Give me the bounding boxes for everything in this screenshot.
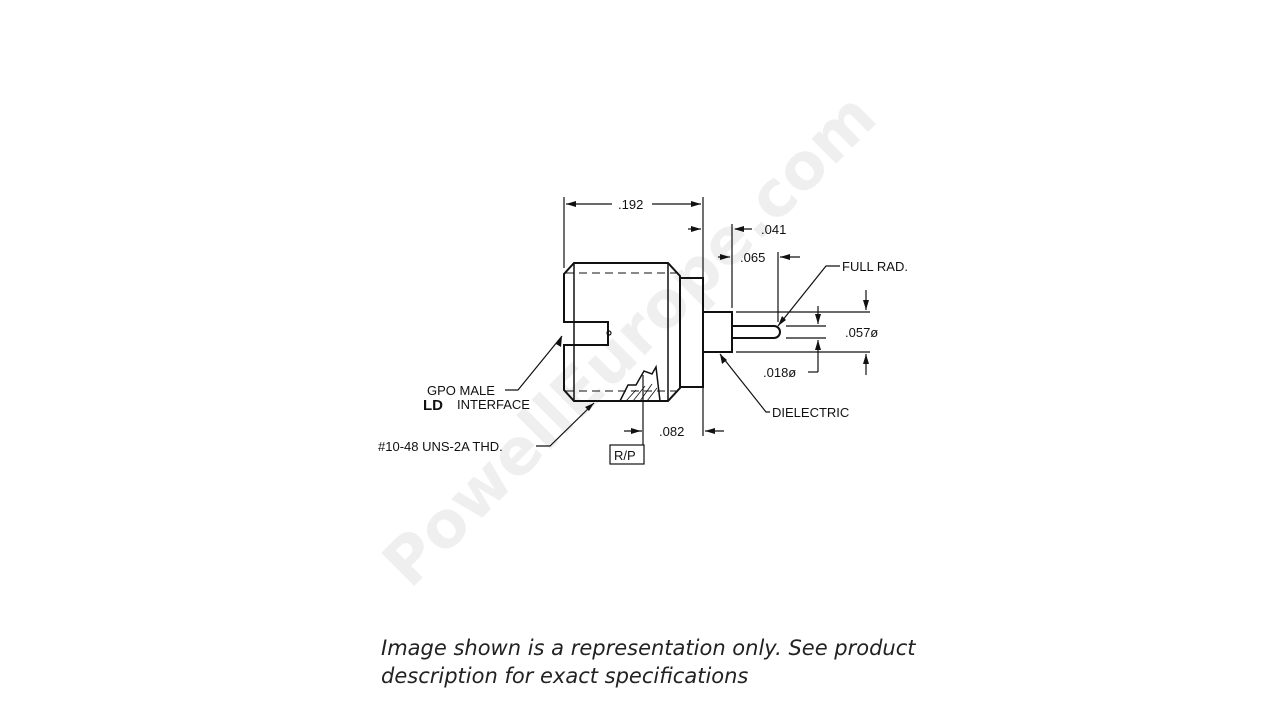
disclaimer-text: Image shown is a representation only. Se… (381, 636, 916, 688)
dim-dielectric-length: .041 (761, 222, 786, 237)
label-dielectric: DIELECTRIC (772, 405, 849, 420)
dim-overall-length: .192 (618, 197, 643, 212)
arrowheads (556, 201, 869, 434)
dim-pin-diameter: .018ø (763, 365, 796, 380)
ref-plane-box (609, 444, 645, 465)
label-ref-plane: R/P (614, 448, 636, 463)
label-thread: #10-48 UNS-2A THD. (378, 439, 503, 454)
watermark: PowellEurope.com (369, 79, 891, 601)
label-full-rad: FULL RAD. (842, 259, 908, 274)
label-interface-bold: LD (423, 397, 443, 414)
connector-body (563, 262, 781, 402)
label-interface-line2: INTERFACE (457, 397, 530, 412)
dim-dielectric-diameter: .057ø (845, 325, 878, 340)
label-interface-line1: GPO MALE (427, 383, 495, 398)
dim-ref-plane-offset: .082 (659, 424, 684, 439)
dim-pin-length: .065 (740, 250, 765, 265)
